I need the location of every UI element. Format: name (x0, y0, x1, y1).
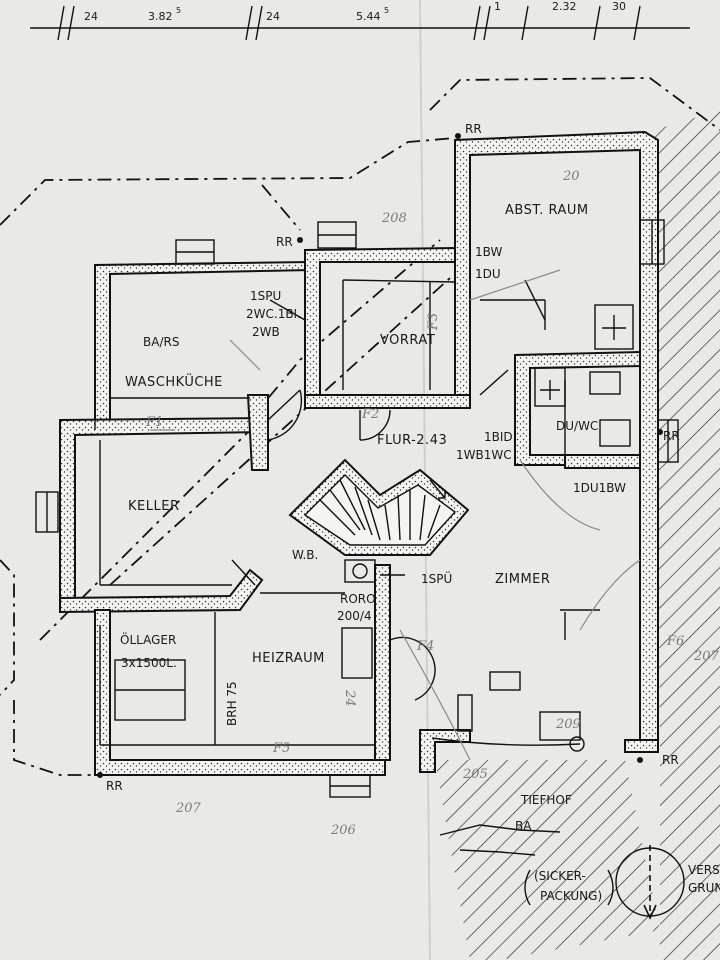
pencil-note-209: 209 (555, 717, 581, 732)
fixture-label-brh: BRH 75 (225, 681, 239, 726)
sicker-packung-symbol (439, 824, 685, 920)
fixture-label-oellager-title: ÖLLAGER (120, 631, 176, 647)
doors (231, 279, 546, 701)
pencil-note-20: 20 (562, 169, 580, 184)
pencil-note-24: 24 (342, 689, 357, 707)
windows (35, 219, 679, 798)
pencil-note-207-bottom: 207 (175, 801, 202, 816)
rr-label-right: RR (663, 429, 680, 443)
fixture-label-wb: 2WB (252, 325, 280, 339)
pencil-marks (150, 269, 641, 761)
dim-label-30: 30 (612, 0, 626, 13)
room-label-keller: KELLER (128, 499, 179, 514)
staircase (288, 458, 470, 556)
fixture-label-spu-top: 1SPU (250, 289, 281, 303)
earth-hatching (435, 110, 720, 960)
fixture-label-roro-size: 200/4 (337, 609, 372, 623)
fixture-label-twb-wc: 1WB1WC (456, 448, 512, 462)
pencil-note-f3: F3 (426, 313, 441, 331)
rr-label-left: RR (276, 235, 293, 249)
rr-markers (97, 133, 663, 778)
fixture-label-oellager-cap: 3x1500L. (121, 656, 177, 670)
dim-label-1: 1 (494, 0, 501, 13)
dim-label-24-left: 24 (84, 10, 98, 23)
fixture-label-spue: 1SPÜ (421, 570, 452, 586)
pencil-note-f4: F4 (416, 639, 434, 654)
fixture-drawings (114, 304, 634, 752)
fixture-label-wb-small: W.B. (292, 548, 318, 562)
fixture-label-sicker-2: PACKUNG) (540, 889, 602, 903)
fixture-label-roro: RORO (340, 592, 376, 606)
pencil-note-207-right: 207 (693, 649, 720, 664)
pencil-note-205: 205 (462, 767, 488, 782)
fixture-label-vers-1: VERS (688, 863, 720, 877)
pencil-note-206: 206 (330, 823, 356, 838)
fixture-label-bid: 1BID. (484, 430, 516, 444)
fixture-label-du-bw: 1DU1BW (573, 481, 626, 495)
fixture-label-sicker-1: (SICKER- (534, 869, 586, 883)
room-label-zimmer: ZIMMER (495, 572, 550, 587)
room-label-abst-raum: ABST. RAUM (505, 203, 589, 218)
room-label-waschkueche: WASCHKÜCHE (125, 373, 223, 390)
dim-label-382-sup: 5 (176, 6, 181, 15)
pencil-note-f1: F1 (145, 415, 163, 430)
dim-label-544: 5.44 (356, 10, 381, 23)
pencil-note-f5: F5 (272, 741, 290, 756)
walls (59, 130, 659, 776)
dim-label-382: 3.82 (148, 10, 173, 23)
dim-label-24-mid: 24 (266, 10, 280, 23)
fixture-label-du: 1DU (475, 267, 501, 281)
room-label-heizraum: HEIZRAUM (252, 651, 325, 666)
room-label-du-wc: DU/WC (556, 419, 598, 433)
rr-label-bottom-left: RR (106, 779, 123, 793)
eave-outline (0, 77, 720, 776)
fixture-label-wc-bi: 2WC.1BI. (246, 307, 301, 321)
rr-label-bottom-right: RR (662, 753, 679, 767)
rr-label-top: RR (465, 122, 482, 136)
room-label-flur: FLUR-2.43 (377, 433, 447, 448)
room-label-vorrat: VORRAT (380, 333, 435, 348)
pencil-note-f6: F6 (666, 634, 684, 649)
pencil-note-208: 208 (381, 211, 407, 226)
top-dimension-line: 24 3.82 5 24 5.44 5 1 2.32 30 (30, 0, 690, 41)
dim-label-544-sup: 5 (384, 6, 389, 15)
dim-label-232: 2.32 (552, 0, 577, 13)
fixture-label-bw: 1BW (475, 245, 502, 259)
fixture-label-ba-rs: BA/RS (143, 335, 179, 349)
fixture-label-vers-2: GRUN (688, 881, 720, 895)
pencil-note-f2: F2 (361, 407, 379, 422)
room-label-tiefhof: TIEFHOF (520, 793, 572, 807)
fixture-label-ba: BA (515, 819, 532, 833)
